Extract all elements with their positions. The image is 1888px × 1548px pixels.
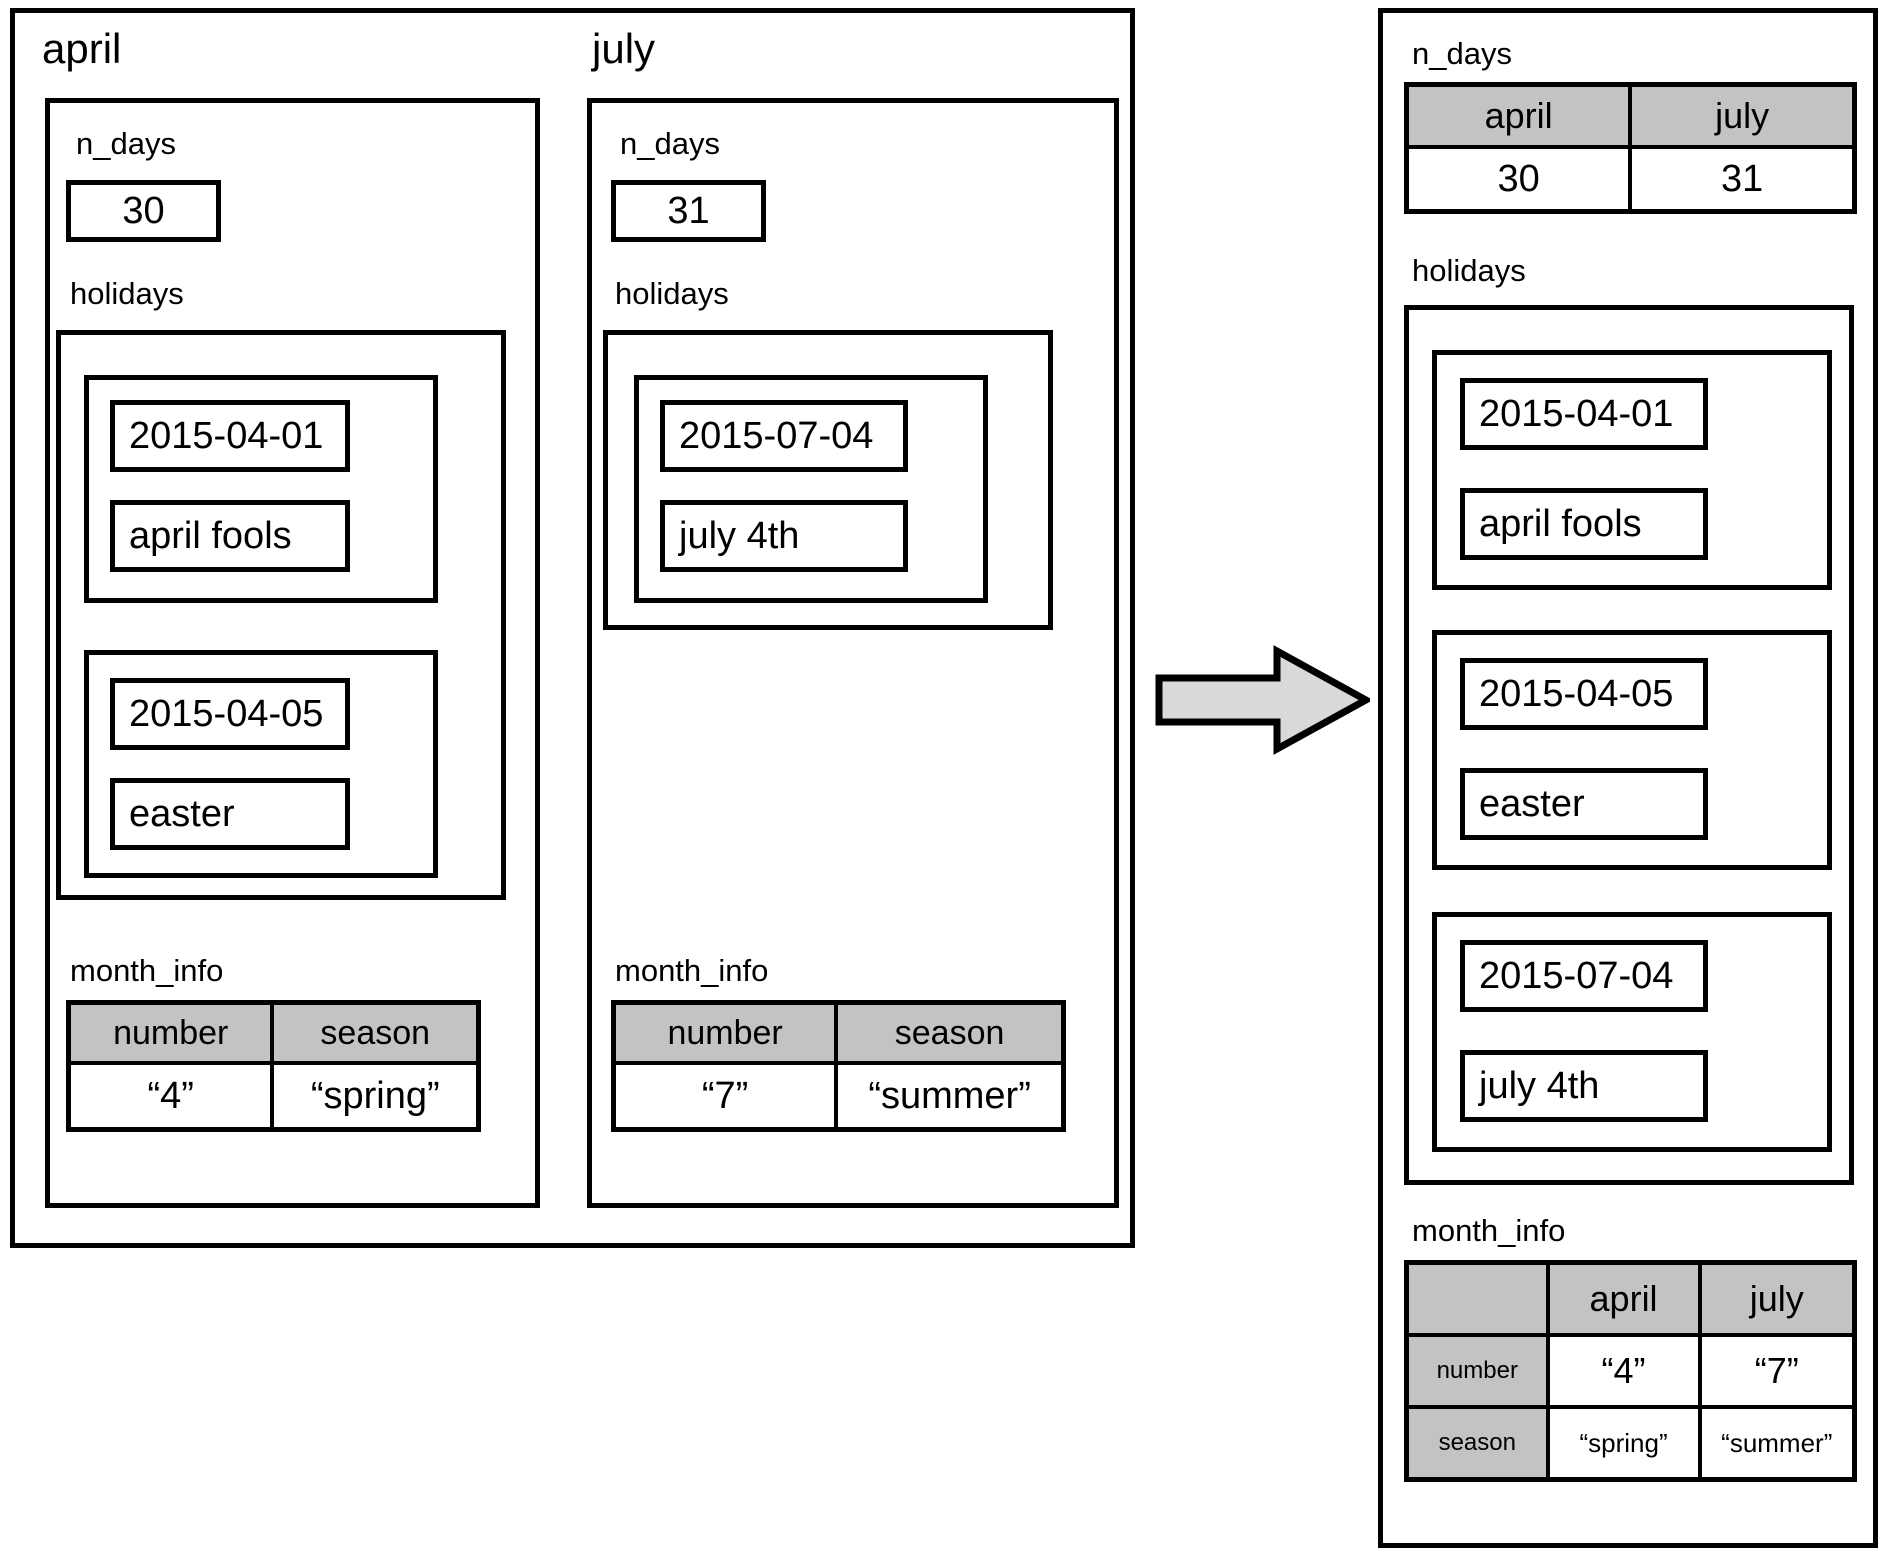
- april-title: april: [42, 25, 122, 72]
- arrow-icon: [1155, 645, 1374, 755]
- april-holiday-date-0: 2015-04-01: [110, 400, 350, 472]
- transformation-arrow: [1155, 645, 1374, 755]
- july-month_info-value-number: “7”: [611, 1061, 839, 1132]
- july-month_info-label: month_info: [615, 953, 769, 988]
- table-row: “7” “summer”: [611, 1061, 1066, 1132]
- table-row: number “4” “7”: [1404, 1333, 1857, 1409]
- table-row: 30 31: [1404, 145, 1857, 214]
- april-holiday-name-1: easter: [110, 778, 350, 850]
- right-month_info-header-july: july: [1697, 1260, 1857, 1337]
- right-month_info-header-april: april: [1545, 1260, 1702, 1337]
- right-month_info-rowheader-season: season: [1404, 1405, 1550, 1482]
- april-holiday-date-1: 2015-04-05: [110, 678, 350, 750]
- table-row: “4” “spring”: [66, 1061, 481, 1132]
- right-n_days-value-april: 30: [1404, 145, 1633, 214]
- april-month_info-value-season: “spring”: [270, 1061, 481, 1132]
- april-n_days-label: n_days: [76, 126, 176, 161]
- table-header-row: april july: [1404, 1260, 1857, 1337]
- right-holiday-date-1: 2015-04-05: [1460, 658, 1708, 730]
- right-holiday-date-0: 2015-04-01: [1460, 378, 1708, 450]
- right-holiday-name-0: april fools: [1460, 488, 1708, 560]
- july-title: july: [592, 25, 656, 72]
- table-header-row: number season: [66, 1000, 481, 1065]
- right-month_info-cell-number-april: “4”: [1545, 1333, 1702, 1409]
- right-holiday-name-1: easter: [1460, 768, 1708, 840]
- april-n_days-value: 30: [66, 180, 221, 242]
- right-month_info-cell-season-april: “spring”: [1545, 1405, 1702, 1482]
- july-month_info-header-season: season: [834, 1000, 1066, 1065]
- right-holiday-name-2: july 4th: [1460, 1050, 1708, 1122]
- table-header-row: number season: [611, 1000, 1066, 1065]
- april-holidays-label: holidays: [70, 276, 184, 311]
- right-month_info-rowheader-number: number: [1404, 1333, 1550, 1409]
- right-n_days-table: april july 30 31: [1404, 82, 1857, 214]
- july-month_info-header-number: number: [611, 1000, 839, 1065]
- table-row: season “spring” “summer”: [1404, 1405, 1857, 1482]
- july-month_info-table: number season “7” “summer”: [611, 1000, 1066, 1132]
- right-n_days-label: n_days: [1412, 36, 1512, 71]
- july-holidays-label: holidays: [615, 276, 729, 311]
- july-n_days-value: 31: [611, 180, 766, 242]
- right-n_days-value-july: 31: [1628, 145, 1857, 214]
- july-n_days-label: n_days: [620, 126, 720, 161]
- april-month_info-value-number: “4”: [66, 1061, 275, 1132]
- july-holiday-date-0: 2015-07-04: [660, 400, 908, 472]
- right-month_info-cell-number-july: “7”: [1697, 1333, 1857, 1409]
- april-holiday-name-0: april fools: [110, 500, 350, 572]
- april-month_info-header-number: number: [66, 1000, 275, 1065]
- right-holidays-label: holidays: [1412, 253, 1526, 288]
- july-holiday-name-0: july 4th: [660, 500, 908, 572]
- right-n_days-header-july: july: [1628, 82, 1857, 149]
- right-month_info-table: april july number “4” “7” season “spring…: [1404, 1260, 1857, 1482]
- right-month_info-label: month_info: [1412, 1213, 1566, 1248]
- right-month_info-corner: [1404, 1260, 1550, 1337]
- april-month_info-header-season: season: [270, 1000, 481, 1065]
- april-month_info-table: number season “4” “spring”: [66, 1000, 481, 1132]
- right-month_info-cell-season-july: “summer”: [1697, 1405, 1857, 1482]
- right-holiday-date-2: 2015-07-04: [1460, 940, 1708, 1012]
- april-month_info-label: month_info: [70, 953, 224, 988]
- right-n_days-header-april: april: [1404, 82, 1633, 149]
- table-header-row: april july: [1404, 82, 1857, 149]
- july-month_info-value-season: “summer”: [834, 1061, 1066, 1132]
